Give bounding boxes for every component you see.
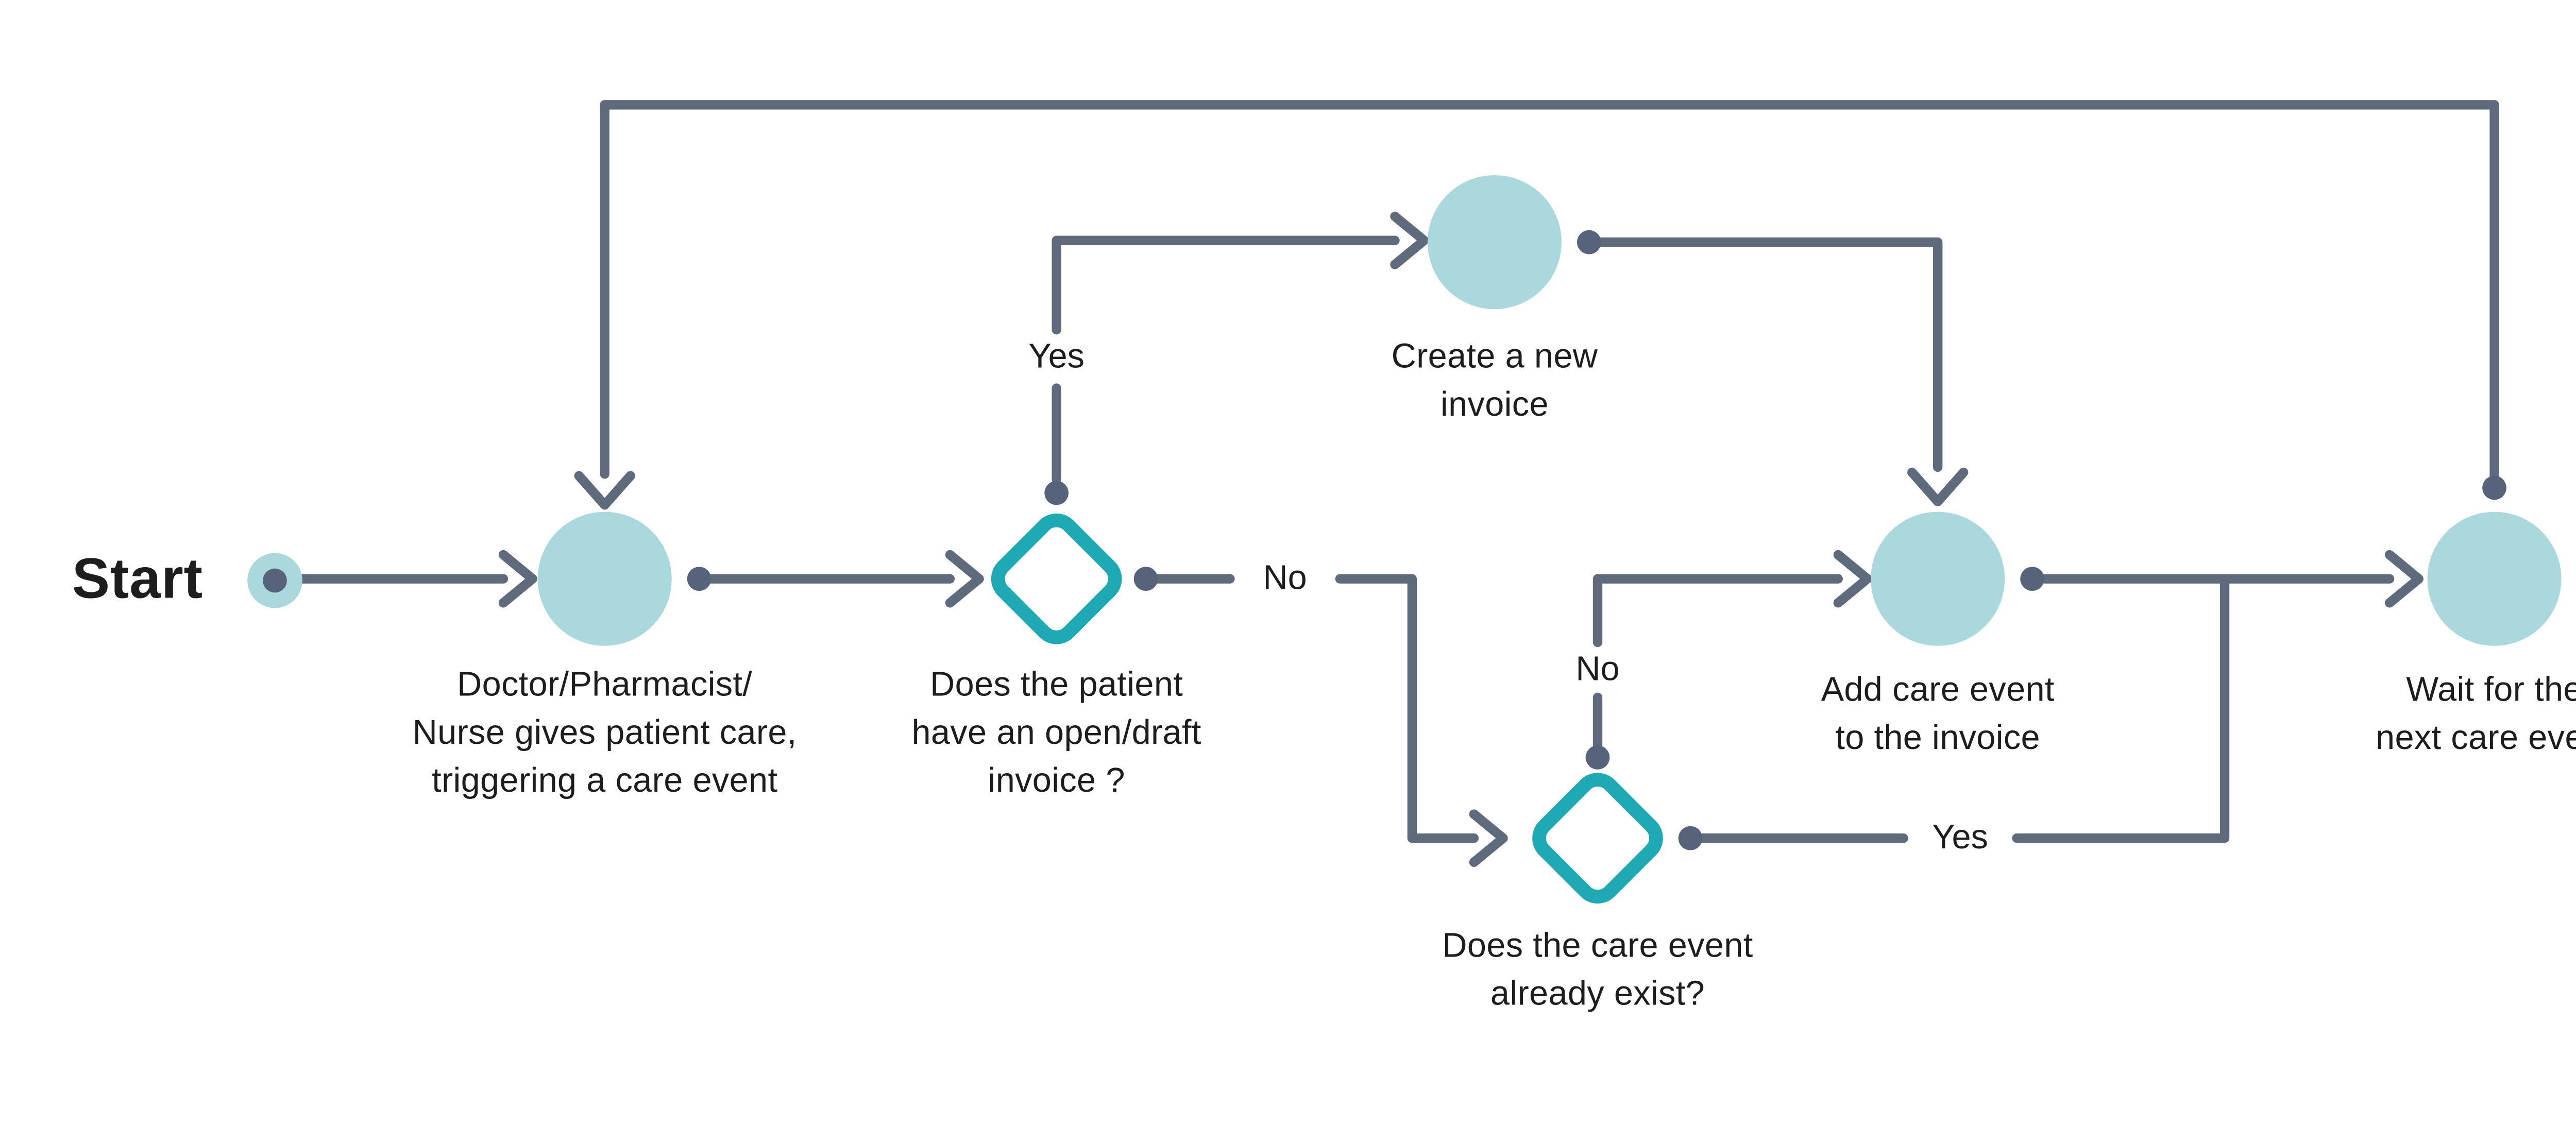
connector-dot	[1577, 230, 1601, 254]
edge-no-add-care-event-label: No	[1575, 651, 1620, 689]
decision-open-invoice-label: Does the patient have an open/draft invo…	[911, 666, 1201, 800]
node-care-given-label: Doctor/Pharmacist/ Nurse gives patient c…	[412, 666, 797, 800]
connector-no-to-decision2	[1335, 574, 1479, 843]
connector-dot	[1585, 745, 1610, 770]
edge-yes-create-invoice-label: Yes	[1028, 338, 1085, 377]
arrowhead-right-icon	[1833, 550, 1872, 608]
start-dot	[263, 568, 287, 593]
edge-yes-add-care-event-label: Yes	[1932, 819, 1988, 857]
connector-dot	[2482, 475, 2506, 500]
decision-care-event-exists-diamond	[1532, 773, 1663, 904]
edge-no-check-care-event-label: No	[1263, 560, 1307, 598]
decision-open-invoice-diamond	[991, 513, 1122, 644]
start-label: Start	[72, 546, 203, 610]
dot-layer	[263, 230, 2506, 850]
node-add-care-event-circle	[1871, 512, 2005, 646]
connector-dot	[1133, 567, 1158, 591]
arrowhead-right-icon	[498, 550, 537, 608]
connector-yes2-to-wait	[2012, 579, 2230, 843]
arrowhead-down-icon	[574, 471, 635, 510]
connector-dot	[2020, 567, 2044, 591]
node-create-invoice-circle	[1427, 175, 1562, 310]
decision-care-event-exists-label: Does the care event already exist?	[1442, 927, 1753, 1014]
arrowhead-down-icon	[1907, 467, 1969, 506]
node-create-invoice-label: Create a new invoice	[1391, 338, 1598, 424]
connector-loop-back	[600, 100, 2499, 481]
connector-dot	[1044, 481, 1069, 505]
node-add-care-event-label: Add care event to the invoice	[1821, 671, 2055, 758]
connector-layer	[282, 100, 2499, 867]
node-wait-next-label: Wait for the next care event	[2376, 671, 2576, 758]
connector-dot	[687, 567, 711, 591]
node-layer	[247, 175, 2562, 646]
connector-yes-to-create	[1052, 235, 1400, 335]
connector-no2-to-add	[1592, 574, 1843, 647]
arrowhead-right-icon	[945, 550, 984, 608]
arrowhead-right-icon	[1390, 211, 1429, 269]
arrowhead-right-icon	[1469, 809, 1508, 867]
decision-layer	[991, 513, 1663, 904]
node-care-given-circle	[537, 512, 672, 646]
node-wait-next-circle	[2427, 512, 2562, 646]
arrowhead-right-icon	[2384, 550, 2424, 608]
connector-create-to-add	[1596, 237, 1943, 472]
connector-dot	[1678, 826, 1703, 850]
